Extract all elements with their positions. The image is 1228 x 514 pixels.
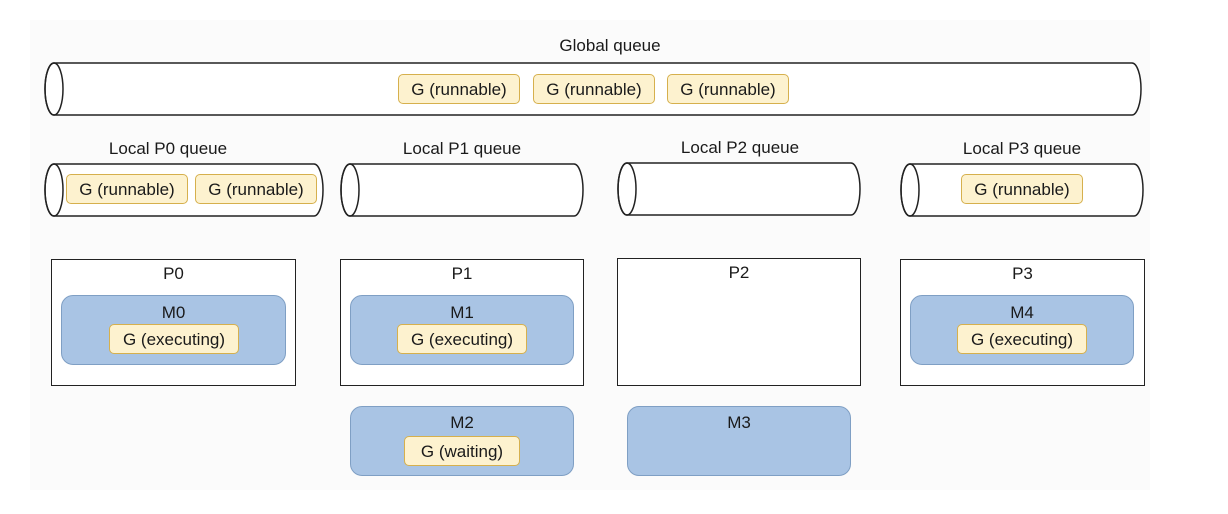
machine-m3: M3 [627, 406, 851, 476]
local-p3-queue-label: Local P3 queue [962, 139, 1082, 158]
local-p2-queue-cylinder [617, 162, 861, 216]
processor-p1-label: P1 [451, 264, 473, 283]
local-p1-queue-label: Local P1 queue [402, 139, 522, 158]
processor-p2-label: P2 [728, 263, 750, 282]
global-goroutine-runnable: G (runnable) [398, 74, 520, 104]
machine-m4-label: M4 [1010, 303, 1034, 322]
local-p2-queue-cylinder-shape [617, 162, 861, 216]
machine-m3-label: M3 [727, 413, 751, 432]
machine-m0-label: M0 [161, 303, 186, 322]
m2-goroutine-waiting: G (waiting) [404, 436, 520, 466]
local-p1-queue-cylinder-shape [340, 163, 584, 217]
local-p0-goroutine-runnable: G (runnable) [195, 174, 317, 204]
m1-goroutine-executing: G (executing) [397, 324, 527, 354]
m0-goroutine-executing: G (executing) [109, 324, 239, 354]
local-p0-queue-label: Local P0 queue [108, 139, 228, 158]
processor-p0-label: P0 [163, 264, 184, 283]
global-goroutine-runnable: G (runnable) [667, 74, 789, 104]
local-p1-queue-cylinder [340, 163, 584, 217]
machine-m2-label: M2 [450, 413, 474, 432]
machine-m1-label: M1 [450, 303, 474, 322]
global-queue-label: Global queue [559, 36, 661, 55]
local-p3-goroutine-runnable: G (runnable) [961, 174, 1083, 204]
local-p2-queue-label: Local P2 queue [680, 138, 800, 157]
global-goroutine-runnable: G (runnable) [533, 74, 655, 104]
m4-goroutine-executing: G (executing) [957, 324, 1087, 354]
local-p0-goroutine-runnable: G (runnable) [66, 174, 188, 204]
processor-p3-label: P3 [1012, 264, 1033, 283]
processor-p2: P2 [617, 258, 861, 386]
